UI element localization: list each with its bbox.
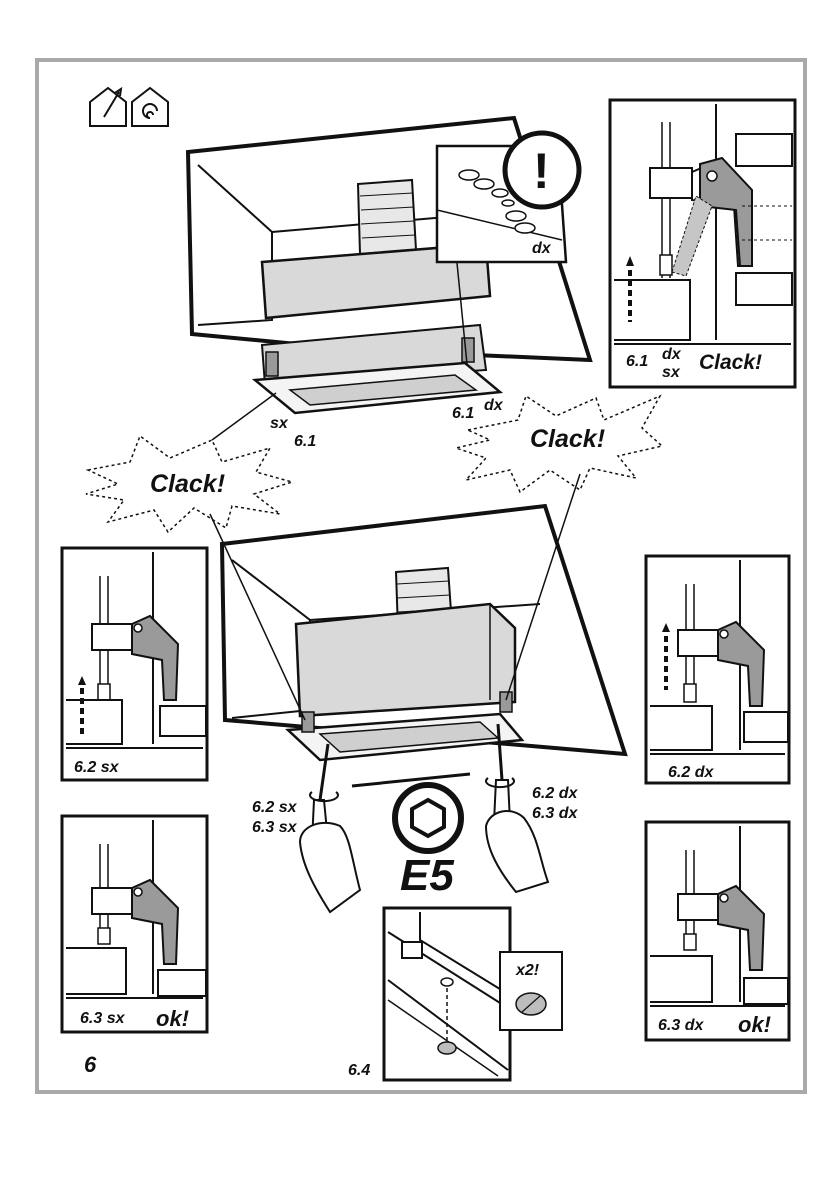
clack-burst-left: Clack!: [85, 434, 295, 534]
inset-6-3-sx-label: 6.3 sx: [80, 1010, 126, 1027]
inset-6-2-sx: 6.2 sx: [60, 546, 209, 782]
label-top-sx: sx: [270, 415, 289, 432]
house-vent-out-icon: [89, 86, 127, 127]
callout-dx-label: dx: [532, 240, 552, 257]
inset-6-3-dx-ok: ok!: [738, 1012, 771, 1037]
inset-top-clack: Clack!: [699, 351, 762, 374]
clack-right-text: Clack!: [530, 425, 605, 453]
hand-left-screwdriver-icon: [298, 743, 362, 914]
inset-6-4-x2: x2!: [515, 962, 540, 979]
hand-right-screwdriver-icon: [484, 723, 550, 894]
inset-6-3-dx: 6.3 dx ok!: [644, 820, 791, 1042]
page-number: 6: [84, 1052, 97, 1077]
house-recirculation-icon: [131, 86, 169, 127]
inset-top-dx: dx: [662, 346, 682, 363]
tool-e5-label: E5: [400, 851, 454, 900]
inset-6-4: x2!: [382, 906, 563, 1082]
inset-6-2-dx: 6.2 dx: [644, 554, 791, 785]
label-6-2-dx: 6.2 dx: [532, 785, 578, 802]
hood-bottom-illustration: [209, 473, 628, 788]
inset-6-2-dx-label: 6.2 dx: [668, 764, 714, 781]
label-top-dx: dx: [484, 397, 504, 414]
inset-top-step: 6.1: [626, 353, 648, 370]
label-top-6-1-sx: 6.1: [294, 433, 316, 450]
inset-top-right: 6.1 dx sx Clack!: [608, 98, 797, 389]
warning-mark: !: [533, 143, 550, 199]
hex-key-icon: [392, 782, 464, 854]
inset-6-3-sx-ok: ok!: [156, 1006, 189, 1031]
clack-burst-right: Clack!: [453, 394, 664, 494]
inset-top-sx: sx: [662, 364, 681, 381]
inset-6-2-sx-label: 6.2 sx: [74, 759, 120, 776]
label-6-3-sx: 6.3 sx: [252, 819, 298, 836]
label-6-3-dx: 6.3 dx: [532, 805, 578, 822]
hood-top-illustration: [185, 115, 593, 441]
inset-6-3-sx: 6.3 sx ok!: [60, 814, 209, 1034]
label-6-2-sx: 6.2 sx: [252, 799, 298, 816]
page-frame: [35, 58, 807, 1094]
clack-left-text: Clack!: [150, 470, 225, 498]
inset-6-3-dx-label: 6.3 dx: [658, 1017, 704, 1034]
label-top-6-1-dx: 6.1: [452, 405, 474, 422]
label-6-4: 6.4: [348, 1062, 370, 1079]
warning-icon: !: [502, 130, 582, 210]
